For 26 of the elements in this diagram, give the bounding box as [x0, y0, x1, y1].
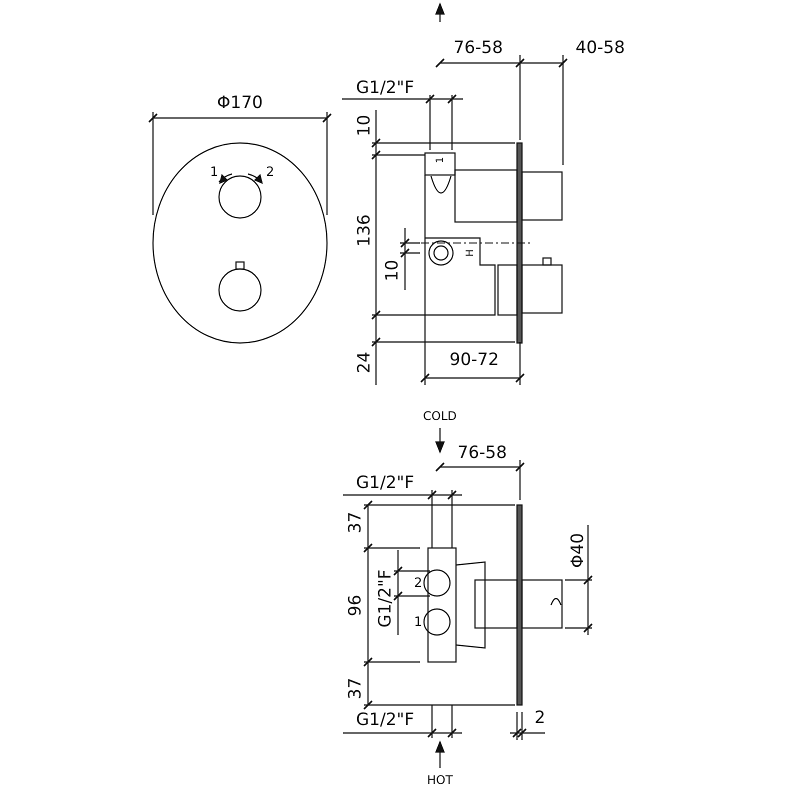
position-number: 1: [414, 616, 422, 628]
dimension-label: 76-58: [458, 444, 507, 462]
dimension-label: 24: [356, 351, 374, 373]
position-number: 1: [436, 156, 446, 164]
position-number: 2: [266, 166, 274, 178]
dimension-label: 90-72: [450, 352, 499, 368]
dimension-label: 10: [384, 259, 402, 281]
inlet-label: COLD: [423, 410, 457, 422]
thread-label: G1/2"F: [356, 80, 414, 96]
thread-label: G1/2"F: [356, 712, 414, 728]
thread-label: G1/2"F: [378, 568, 395, 628]
dimension-label: 37: [347, 677, 364, 699]
position-number: 1: [210, 166, 218, 178]
dimension-label: 76-58: [454, 40, 503, 56]
thread-label: G1/2"F: [356, 474, 414, 492]
dimension-label: 10: [356, 114, 374, 136]
dimension-label: 37: [347, 511, 364, 533]
inlet-label: HOT: [427, 774, 453, 786]
dimension-label: 2: [534, 710, 546, 726]
hot-marking: H: [466, 249, 476, 257]
dimension-label: Φ170: [217, 94, 263, 112]
dimension-label: 136: [356, 214, 374, 246]
dimension-label: Φ40: [570, 532, 586, 568]
dimension-label: 96: [347, 594, 364, 616]
position-number: 2: [414, 576, 422, 590]
dimension-label: 40-58: [576, 40, 625, 56]
